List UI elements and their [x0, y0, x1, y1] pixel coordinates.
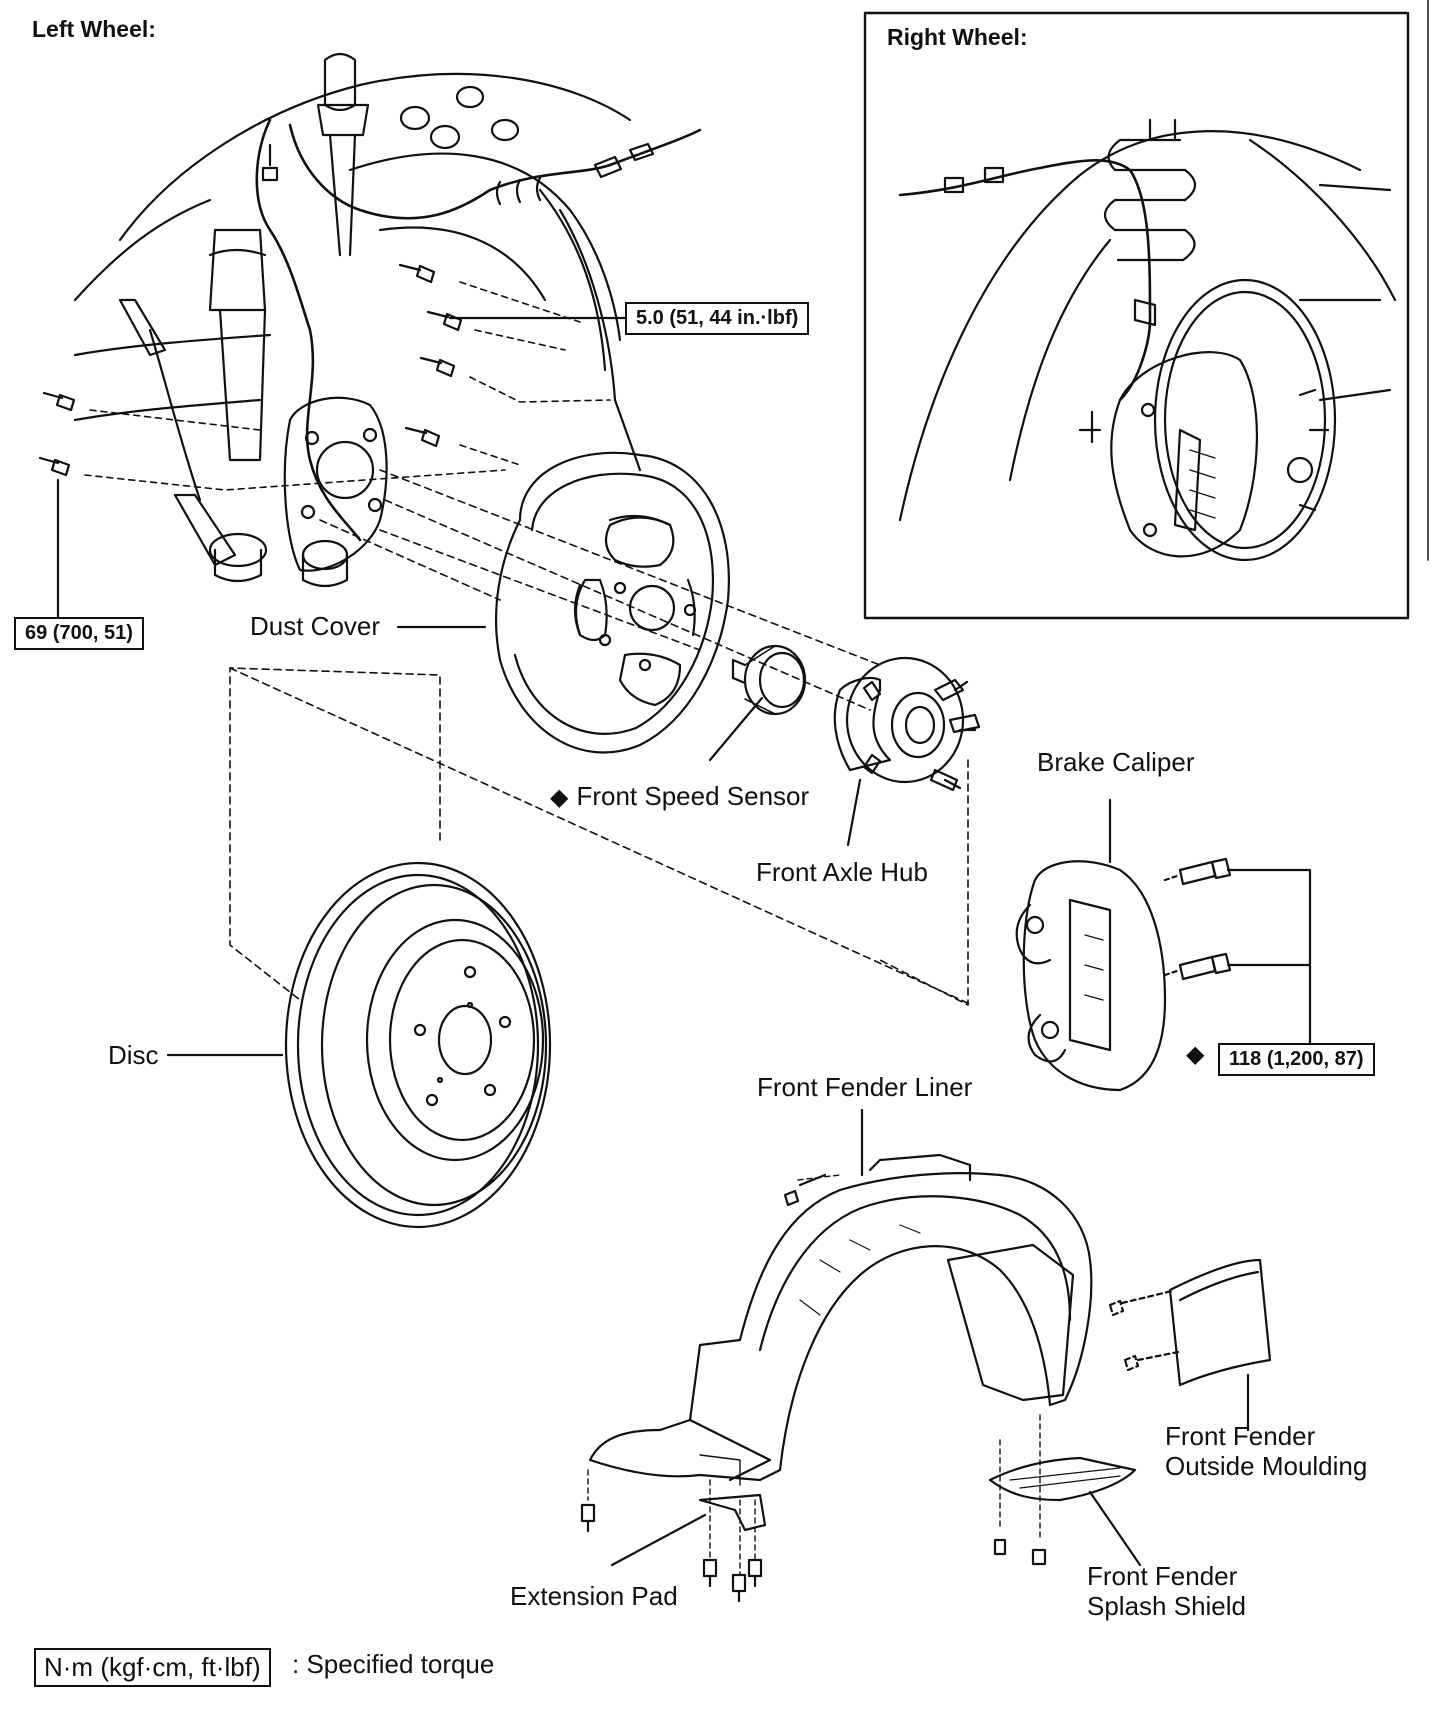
left-wheel-heading: Left Wheel:: [32, 16, 156, 42]
front-axle-hub: [833, 656, 981, 847]
non-reusable-icon: ◆: [1186, 1041, 1205, 1068]
front-fender-liner: [588, 1108, 1093, 1486]
brake-disc: [166, 861, 552, 1229]
front-speed-sensor: [708, 644, 807, 762]
label-front-fender-splash-shield: Front Fender Splash Shield: [1087, 1561, 1246, 1621]
torque-callout-speed-sensor: 5.0 (51, 44 in.·lbf): [625, 302, 810, 335]
right-wheel-assembly: [898, 118, 1397, 562]
front-fender-splash-shield: [988, 1414, 1142, 1567]
extension-pad: [580, 1469, 767, 1603]
label-front-axle-hub: Front Axle Hub: [756, 857, 928, 887]
torque-callout-knuckle: 69 (700, 51): [14, 617, 144, 650]
torque-callout-caliper: 118 (1,200, 87): [1218, 1043, 1375, 1076]
non-reusable-icon: ◆: [550, 784, 569, 811]
legend-text: : Specified torque: [292, 1649, 495, 1679]
brake-caliper: [1015, 798, 1312, 1092]
dust-cover: [396, 451, 730, 754]
label-front-fender-liner: Front Fender Liner: [757, 1072, 973, 1102]
front-fender-outside-moulding: [1108, 1258, 1272, 1432]
label-extension-pad: Extension Pad: [510, 1581, 678, 1611]
right-wheel-heading: Right Wheel:: [887, 24, 1028, 50]
label-front-fender-outside-moulding: Front Fender Outside Moulding: [1165, 1421, 1368, 1481]
label-brake-caliper: Brake Caliper: [1037, 747, 1195, 777]
bolt-icon: [38, 263, 463, 477]
legend-torque-unit: N·m (kgf·cm, ft·lbf): [34, 1648, 271, 1687]
left-wheel-assembly: [38, 52, 702, 622]
label-dust-cover: Dust Cover: [250, 611, 381, 641]
label-front-speed-sensor: ◆Front Speed Sensor: [550, 781, 810, 811]
label-disc: Disc: [108, 1040, 159, 1070]
